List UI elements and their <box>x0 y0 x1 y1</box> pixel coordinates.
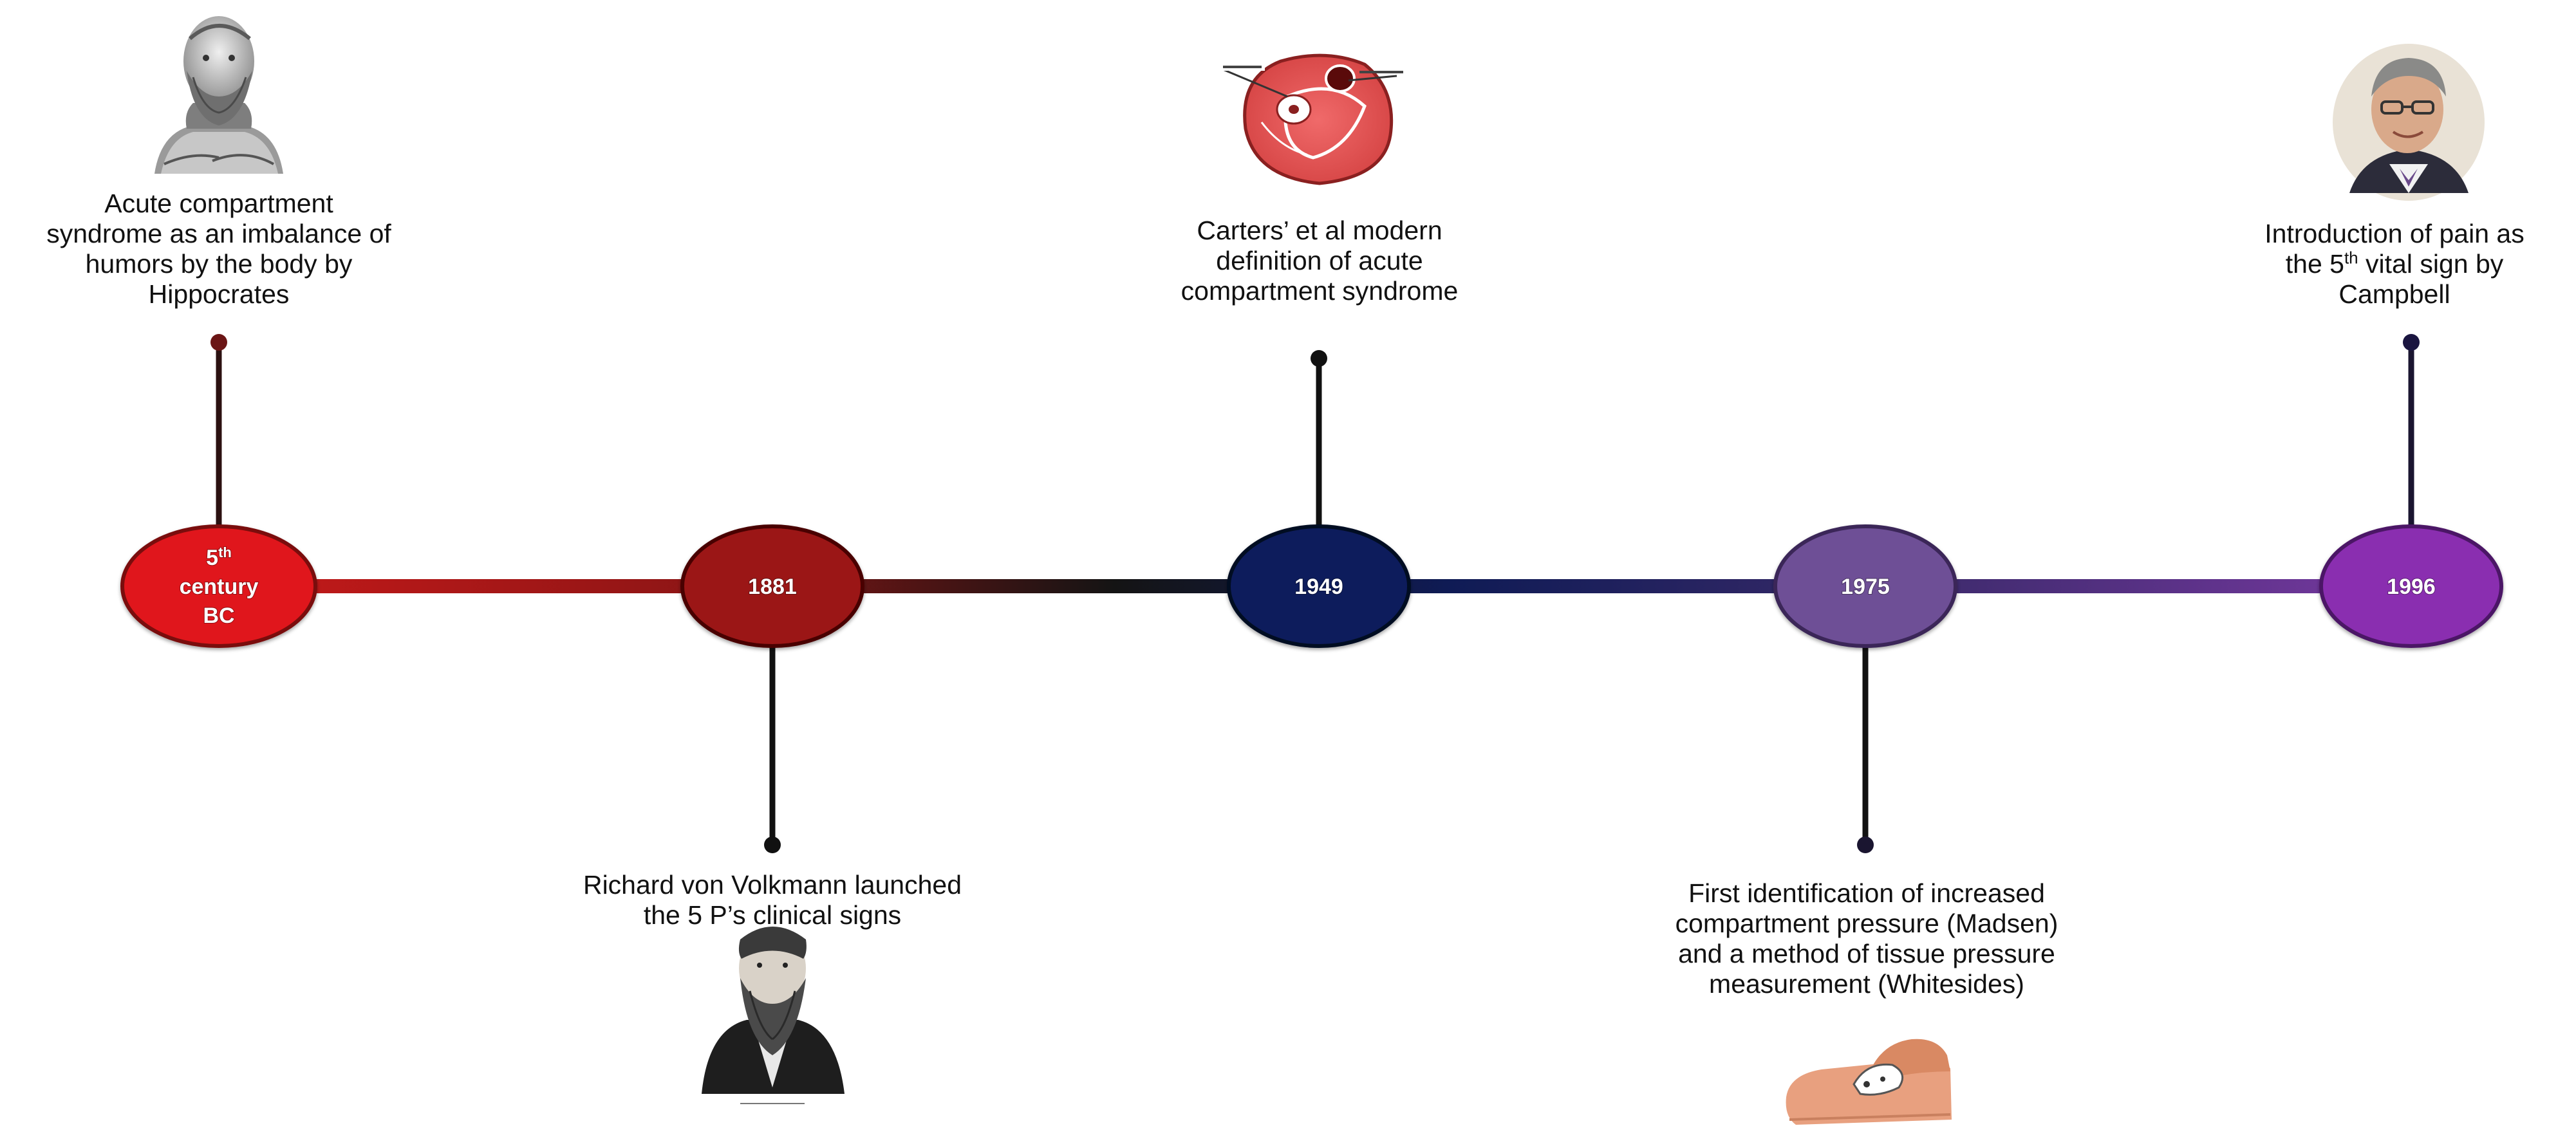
connector-5th-century <box>210 334 227 534</box>
caption-line: Carters’ et al modern <box>1197 216 1442 245</box>
node-label-1949: 1949 <box>1294 575 1343 599</box>
connector-dot <box>1857 836 1874 853</box>
hippocrates-bust-image <box>154 16 283 174</box>
node-1975: 1975 <box>1773 524 1957 648</box>
node-1881: 1881 <box>680 524 864 648</box>
volkmann-engraving-image <box>702 927 845 1104</box>
caption-line: Acute compartment <box>104 189 333 218</box>
caption-line: compartment pressure (Madsen) <box>1675 909 2058 938</box>
connector-1949 <box>1311 350 1327 534</box>
caption-volkmann: Richard von Volkmann launched the 5 P’s … <box>521 870 1023 930</box>
connector-dot <box>210 334 227 351</box>
connector-dot <box>1311 350 1327 367</box>
connector-dot <box>2403 334 2420 351</box>
caption-line: Hippocrates <box>148 279 290 309</box>
caption-line: humors by the body by <box>85 249 353 279</box>
caption-line: the 5 P’s clinical signs <box>643 900 902 930</box>
caption-superscript: th <box>2344 248 2358 268</box>
node-label-bc: BC <box>203 604 234 628</box>
node-label-century: century <box>180 575 259 599</box>
caption-line: compartment syndrome <box>1181 276 1459 306</box>
connector-1881 <box>764 637 781 853</box>
connector-1975 <box>1857 637 1874 853</box>
node-1996: 1996 <box>2319 524 2503 648</box>
caption-line: definition of acute <box>1216 246 1423 275</box>
node-label-1881: 1881 <box>748 575 797 599</box>
caption-line: Introduction of pain as <box>2264 219 2525 248</box>
node-5th-century: 5th century BC <box>120 524 317 648</box>
caption-line: and a method of tissue pressure <box>1678 939 2055 968</box>
caption-line: the 5th vital sign by <box>2214 249 2575 279</box>
caption-campbell: Introduction of pain as the 5th vital si… <box>2214 219 2575 310</box>
svg-text:5th: 5th <box>206 544 232 570</box>
caption-text: vital sign by <box>2358 249 2504 279</box>
node-1949: 1949 <box>1227 524 1411 648</box>
campbell-portrait-image <box>2333 44 2485 201</box>
connector-dot <box>764 836 781 853</box>
connector-1996 <box>2403 334 2420 534</box>
node-label-num: 5 <box>206 546 218 570</box>
node-label-1996: 1996 <box>2387 575 2436 599</box>
caption-madsen-whitesides: First identification of increased compar… <box>1622 878 2111 999</box>
caption-text: the 5 <box>2285 249 2344 279</box>
caption-carter: Carters’ et al modern definition of acut… <box>1120 216 1519 306</box>
caption-line: Campbell <box>2338 279 2450 309</box>
leg-cross-section-image <box>1220 53 1403 185</box>
node-label-sup: th <box>218 544 232 560</box>
node-label-1975: 1975 <box>1841 575 1890 599</box>
pressure-measurement-hand-image <box>1786 1039 1952 1125</box>
caption-line: measurement (Whitesides) <box>1709 969 2024 999</box>
caption-line: Richard von Volkmann launched <box>583 870 962 900</box>
caption-line: syndrome as an imbalance of <box>46 219 391 248</box>
caption-hippocrates: Acute compartment syndrome as an imbalan… <box>26 189 412 310</box>
caption-line: First identification of increased <box>1688 878 2045 908</box>
